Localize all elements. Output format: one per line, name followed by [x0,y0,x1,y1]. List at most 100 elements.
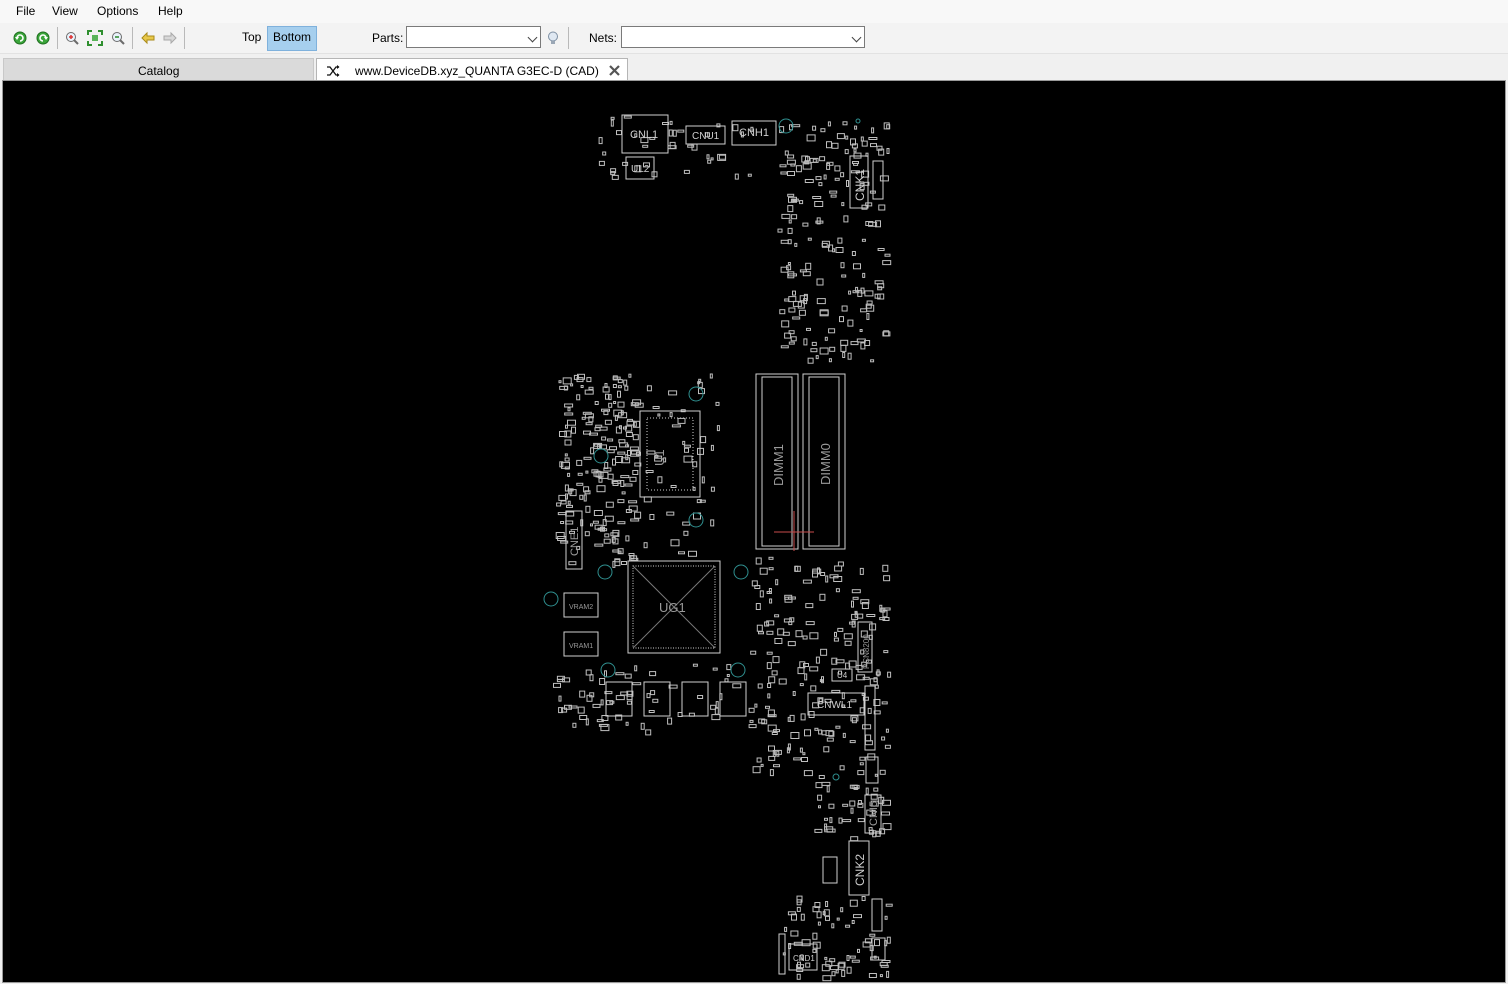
vram1-component[interactable] [563,631,599,657]
tab-catalog[interactable]: Catalog [3,58,314,81]
smd-component [756,624,763,632]
smd-component [834,565,843,572]
lightbulb-icon[interactable] [543,28,563,48]
zoom-fit-icon[interactable] [85,28,105,48]
smd-component [825,901,829,907]
smd-component [850,836,859,842]
cnu1-component[interactable] [685,125,726,145]
smd-component [640,137,649,144]
smd-component [710,444,714,451]
smd-component [610,168,617,174]
board-viewer[interactable]: CNL1 UL2 CNU1 CNH1 CNK1 U1 DIMM1 DIMM0 [2,80,1506,983]
cni5-component[interactable] [864,794,882,834]
ul2-component[interactable] [625,156,655,180]
dimm1-component[interactable] [755,373,799,550]
smd-component [878,148,885,156]
dimm0-component[interactable] [802,373,846,550]
ug1-component[interactable] [627,560,721,654]
smd-component [879,604,883,612]
rotate-right-icon[interactable] [33,28,53,48]
smd-component [632,434,639,441]
cnk1-component[interactable] [849,155,869,209]
cnl1-component[interactable] [621,114,669,154]
smd-component [827,121,831,127]
smd-component [556,679,565,683]
smd-component [726,674,730,677]
dimm0-label: DIMM0 [818,443,833,485]
pcb-board-view[interactable]: CNL1 UL2 CNU1 CNH1 CNK1 U1 DIMM1 DIMM0 [3,81,1505,982]
tab-catalog-label: Catalog [138,64,180,78]
menu-file[interactable]: File [16,4,36,18]
menu-options[interactable]: Options [97,4,139,18]
vram2-component[interactable] [563,592,599,618]
smd-component [795,630,803,638]
close-icon[interactable] [608,64,621,77]
smd-component [612,481,619,486]
smd-component [853,162,859,166]
pcn8200-component[interactable] [857,621,873,673]
smd-component [577,373,585,380]
smd-component [751,580,758,587]
zoom-out-icon[interactable] [108,28,128,48]
toolbar-separator [132,27,133,49]
smd-component [585,505,591,513]
smd-component [787,262,791,265]
menu-bar: File View Options Help [0,0,1508,23]
smd-component [774,614,780,618]
smd-component [825,960,833,967]
smd-component [589,692,595,698]
smd-component [805,962,811,968]
zoom-in-icon[interactable] [62,28,82,48]
cnk2-component[interactable] [848,840,870,896]
smd-component [560,521,565,524]
smd-component [885,728,889,733]
cne1-component[interactable] [565,510,583,570]
smd-component [782,631,790,636]
smd-component [857,800,862,805]
smd-component [886,970,890,978]
arrow-forward-icon[interactable] [160,28,180,48]
parts-combobox[interactable] [406,26,541,48]
smd-component [612,384,617,388]
top-side-button[interactable]: Top [242,30,262,44]
smd-component [632,682,642,686]
smd-component [617,390,621,398]
tab-document[interactable]: www.DeviceDB.xyz_QUANTA G3EC-D (CAD) [316,58,628,81]
rotate-left-icon[interactable] [10,28,30,48]
smd-component [799,683,804,687]
smd-component [865,659,872,664]
menu-help[interactable]: Help [158,4,183,18]
smd-component [819,309,829,317]
smd-component [850,699,857,703]
smd-component [692,486,696,491]
smd-component [833,637,839,642]
smd-component [623,379,628,386]
smd-component [857,948,860,953]
cnwl1-component[interactable] [807,692,865,716]
smd-component [831,657,838,665]
smd-component [648,710,655,713]
smd-component [821,730,827,736]
smd-component [821,240,830,248]
bottom-side-button[interactable]: Bottom [267,26,318,51]
u4-component[interactable] [831,668,853,682]
smd-component [610,171,616,176]
smd-component [710,704,717,710]
cnd1-component[interactable] [788,943,818,971]
smd-component [755,603,761,610]
smd-component [760,763,764,767]
cnh1-component[interactable] [731,120,777,146]
smd-component [784,926,788,932]
smd-component [791,913,797,921]
arrow-back-icon[interactable] [138,28,158,48]
smd-component [677,417,686,424]
smd-component [881,811,890,816]
smd-component [838,817,843,824]
smd-component [861,238,866,242]
smd-component [585,669,592,676]
smd-component [779,164,787,168]
nets-combobox[interactable] [621,26,865,48]
menu-view[interactable]: View [52,4,78,18]
smd-component [600,444,607,450]
u1-component[interactable] [639,410,701,498]
